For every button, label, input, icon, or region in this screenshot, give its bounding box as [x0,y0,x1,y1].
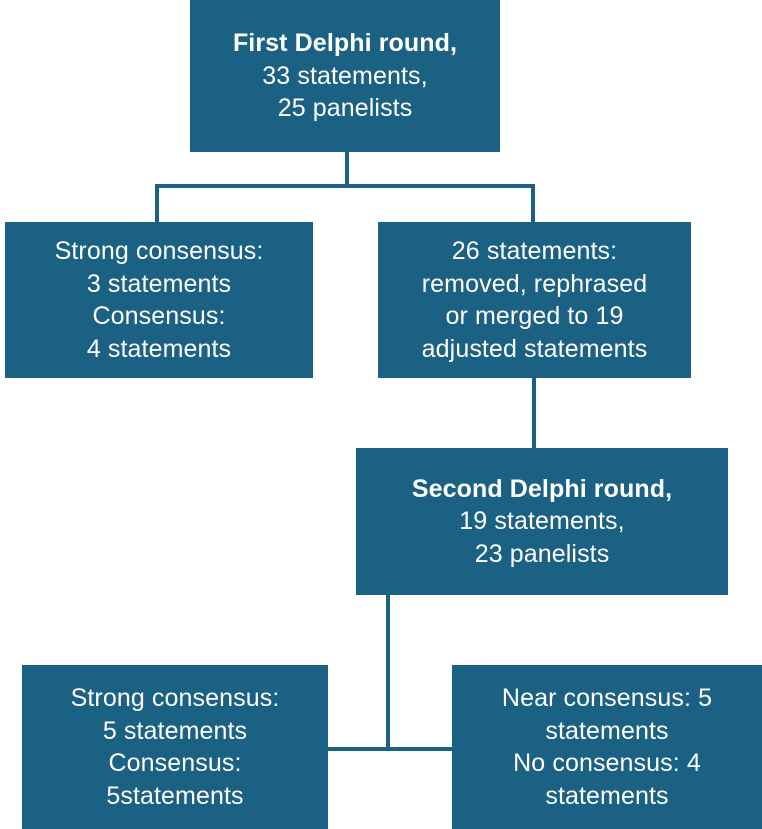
node-line: statements [545,716,669,745]
node-line: 3 statements [86,269,232,298]
connector-first-round-split-bar [157,184,535,188]
node-line: 33 statements, [262,61,428,90]
node-line: 26 statements: [451,237,618,265]
connector-second-round-trunk [386,595,390,751]
node-line: Consensus: [92,302,226,330]
node-line: or merged to 19 [445,302,624,330]
node-line: 5statements [106,781,244,810]
node-second-delphi-round: Second Delphi round, 19 statements, 23 p… [356,448,728,595]
connector-first-round-trunk [345,152,349,188]
connector-to-adjusted-statements [531,184,535,224]
node-round2-near-and-no-consensus: Near consensus: 5 statements No consensu… [452,665,762,829]
node-line: First Delphi round, [232,29,458,58]
connector-to-strong-consensus-round1 [155,184,159,224]
node-line: Near consensus: 5 [501,684,713,712]
node-line: 19 statements, [459,507,625,536]
node-line: Consensus: [108,749,242,777]
node-line: Strong consensus: [70,684,280,712]
connector-second-round-split-bar [328,747,454,751]
node-round2-consensus-results: Strong consensus: 5 statements Consensus… [22,665,328,829]
node-line: 5 statements [102,716,248,745]
node-line: Second Delphi round, [411,474,673,503]
node-line: adjusted statements [421,334,648,363]
node-line: No consensus: 4 [513,749,701,777]
node-line: Strong consensus: [54,237,264,265]
node-line: 25 panelists [277,94,413,123]
node-first-delphi-round: First Delphi round, 33 statements, 25 pa… [190,0,500,152]
node-line: statements [545,781,669,810]
node-line: 4 statements [86,334,232,363]
node-line: removed, rephrased [421,269,648,298]
node-round1-consensus-results: Strong consensus: 3 statements Consensus… [5,222,313,378]
node-line: 23 panelists [474,539,610,568]
node-round1-adjusted-statements: 26 statements: removed, rephrased or mer… [378,222,691,378]
connector-adjusted-to-second-round [532,378,536,450]
